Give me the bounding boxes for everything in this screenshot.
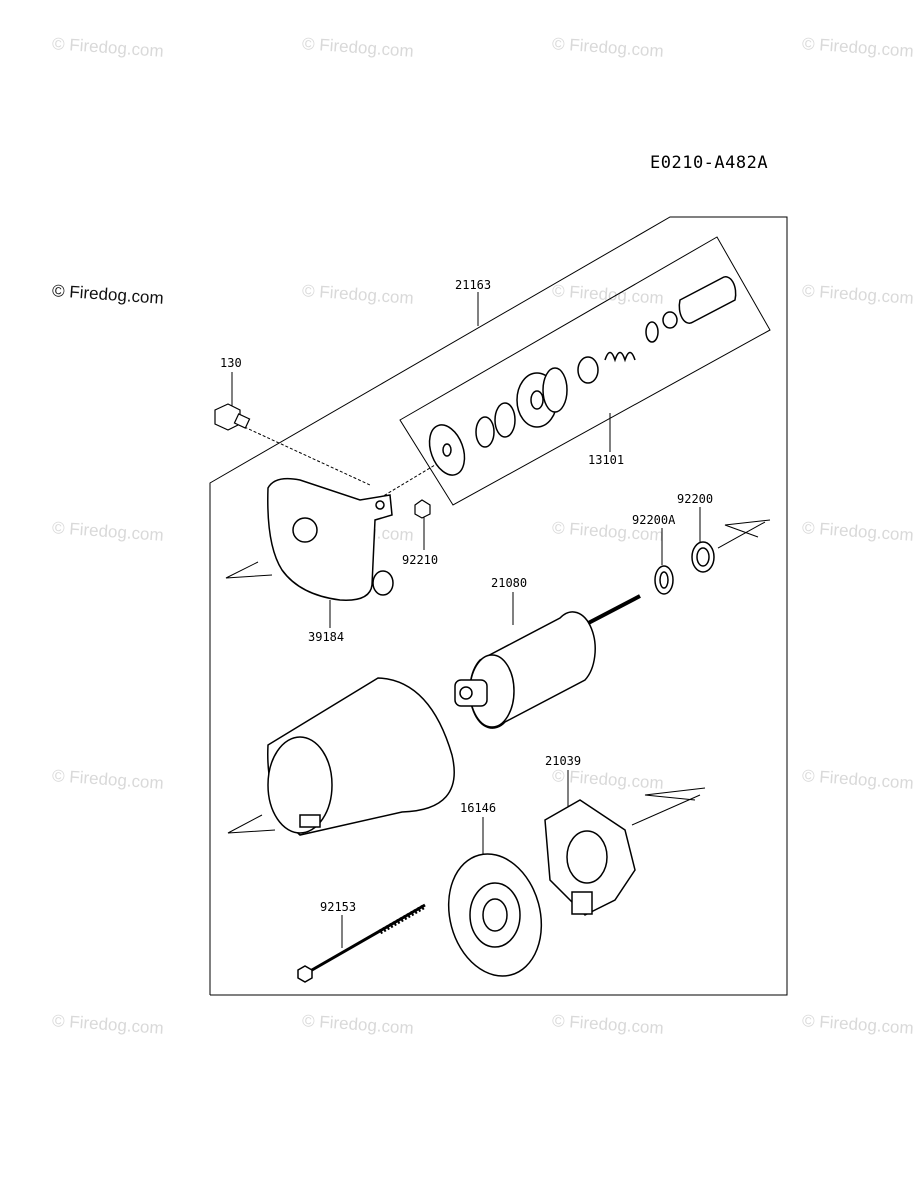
- diagram-code: E0210-A482A: [650, 153, 769, 173]
- chevron-mark: [724, 519, 771, 538]
- assembly-line: [379, 461, 441, 499]
- group-frame: [209, 216, 788, 996]
- assembly-line: [717, 521, 766, 549]
- brush-holder-21039-icon: [544, 799, 636, 916]
- chevron-mark: [225, 561, 273, 579]
- chevron-mark: [644, 787, 706, 801]
- assembly-line: [239, 424, 371, 486]
- part-label-16146: 16146: [460, 801, 496, 815]
- part-label-21080: 21080: [491, 576, 527, 590]
- part-label-130: 130: [220, 356, 242, 370]
- nut-92210-icon: [414, 499, 431, 519]
- yoke-housing-icon: [267, 677, 455, 836]
- pinion-assembly-icon: [428, 276, 737, 476]
- part-label-92153: 92153: [320, 900, 356, 914]
- bolt-130-icon: [214, 403, 251, 431]
- part-label-92200A: 92200A: [632, 513, 676, 527]
- part-label-13101: 13101: [588, 453, 624, 467]
- part-label-21163: 21163: [455, 278, 491, 292]
- armature-21080-icon: [454, 594, 641, 729]
- part-label-21039: 21039: [545, 754, 581, 768]
- plate-16146-icon: [447, 853, 543, 977]
- assembly-line: [631, 794, 701, 826]
- part-label-92210: 92210: [402, 553, 438, 567]
- chevron-mark: [227, 814, 276, 834]
- part-label-39184: 39184: [308, 630, 344, 644]
- through-bolt-92153-icon: [297, 903, 427, 983]
- part-label-92200: 92200: [677, 492, 713, 506]
- bracket-39184-icon: [267, 477, 394, 601]
- group-13101-box: [399, 236, 771, 506]
- washers-icon: [654, 541, 715, 595]
